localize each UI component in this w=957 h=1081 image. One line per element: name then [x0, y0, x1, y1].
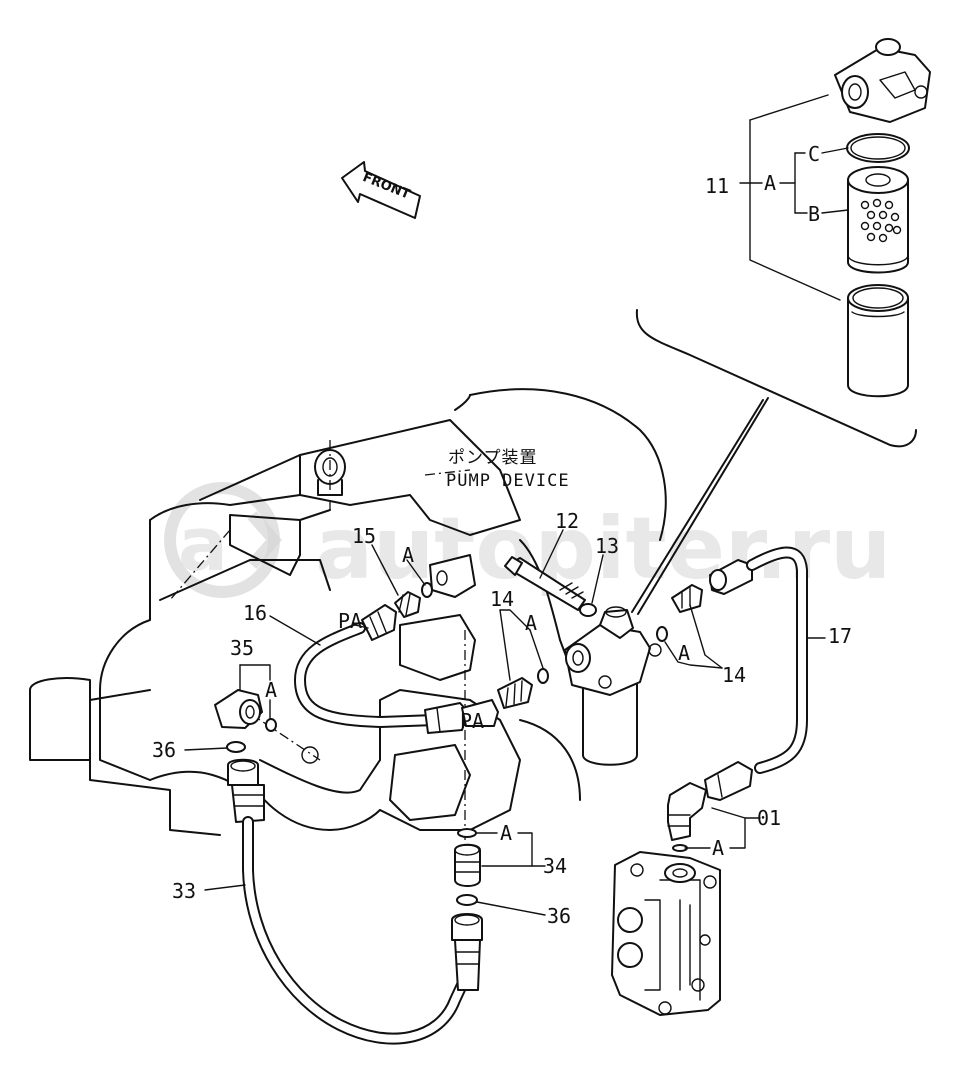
label-b: B: [808, 202, 820, 226]
filter-element-b: [847, 166, 909, 274]
bolt-12: [504, 556, 586, 611]
elbow-35: [214, 689, 277, 732]
label-a-15: A: [402, 543, 414, 567]
label-14-left: 14: [490, 587, 514, 611]
filter-head-top: [834, 38, 931, 123]
label-17: 17: [828, 624, 852, 648]
hose-16: [294, 622, 441, 728]
hose-16-fitting-lower: [424, 699, 499, 734]
leader-lines: [184, 529, 826, 916]
svg-text:a: a: [178, 502, 228, 588]
hose-33: [242, 816, 468, 1045]
filter-bowl: [847, 284, 909, 398]
fitting-14-right: [656, 584, 703, 642]
hose-33-fitting-lower: [451, 913, 483, 991]
hose-17-fitting-upper: [709, 559, 753, 595]
label-36-lower: 36: [547, 904, 571, 928]
pump-device-body: [29, 388, 667, 840]
label-35: 35: [230, 636, 254, 660]
label-a-14-left: A: [525, 611, 537, 635]
label-36-upper: 36: [152, 738, 176, 762]
label-34: 34: [543, 854, 567, 878]
label-14-right: 14: [722, 663, 746, 687]
filter-detail-inset: [631, 94, 917, 615]
elbow-01: [667, 782, 707, 852]
o-ring-36-upper: [226, 741, 246, 753]
fitting-14-left: [497, 668, 549, 709]
fitting-15: [394, 582, 433, 618]
label-a-34: A: [500, 821, 512, 845]
label-33: 33: [172, 879, 196, 903]
label-a-01: A: [712, 836, 724, 860]
label-01: 01: [757, 806, 781, 830]
caption-en: PUMP DEVICE: [446, 471, 570, 491]
hose-17-fitting-lower: [704, 761, 753, 801]
label-a-35: A: [265, 678, 277, 702]
part-labels: 11 A C B 12 13 15 A 16 PA PA 14 A A 14 1…: [152, 142, 852, 928]
gear-pump: [611, 851, 721, 1016]
label-12: 12: [555, 509, 579, 533]
label-16: 16: [243, 601, 267, 625]
label-a-14-right: A: [678, 641, 690, 665]
label-a-top: A: [764, 171, 776, 195]
label-13: 13: [595, 534, 619, 558]
label-pa-upper: PA: [338, 609, 362, 633]
adapter-34: [454, 828, 481, 906]
hose-16-fitting-upper: [361, 604, 397, 641]
line-filter-assembly: [564, 606, 662, 766]
leaders-11: [739, 147, 849, 214]
front-arrow: FRONT: [341, 161, 421, 219]
hose-33-fitting-upper: [227, 758, 265, 823]
hose-17: [746, 546, 808, 774]
label-pa-lower: PA: [460, 709, 484, 733]
caption-jp: ポンプ装置: [448, 448, 538, 468]
label-15: 15: [352, 524, 376, 548]
label-c: C: [808, 142, 820, 166]
o-ring-13: [579, 603, 597, 617]
label-11: 11: [705, 174, 729, 198]
o-ring-c: [846, 133, 910, 163]
